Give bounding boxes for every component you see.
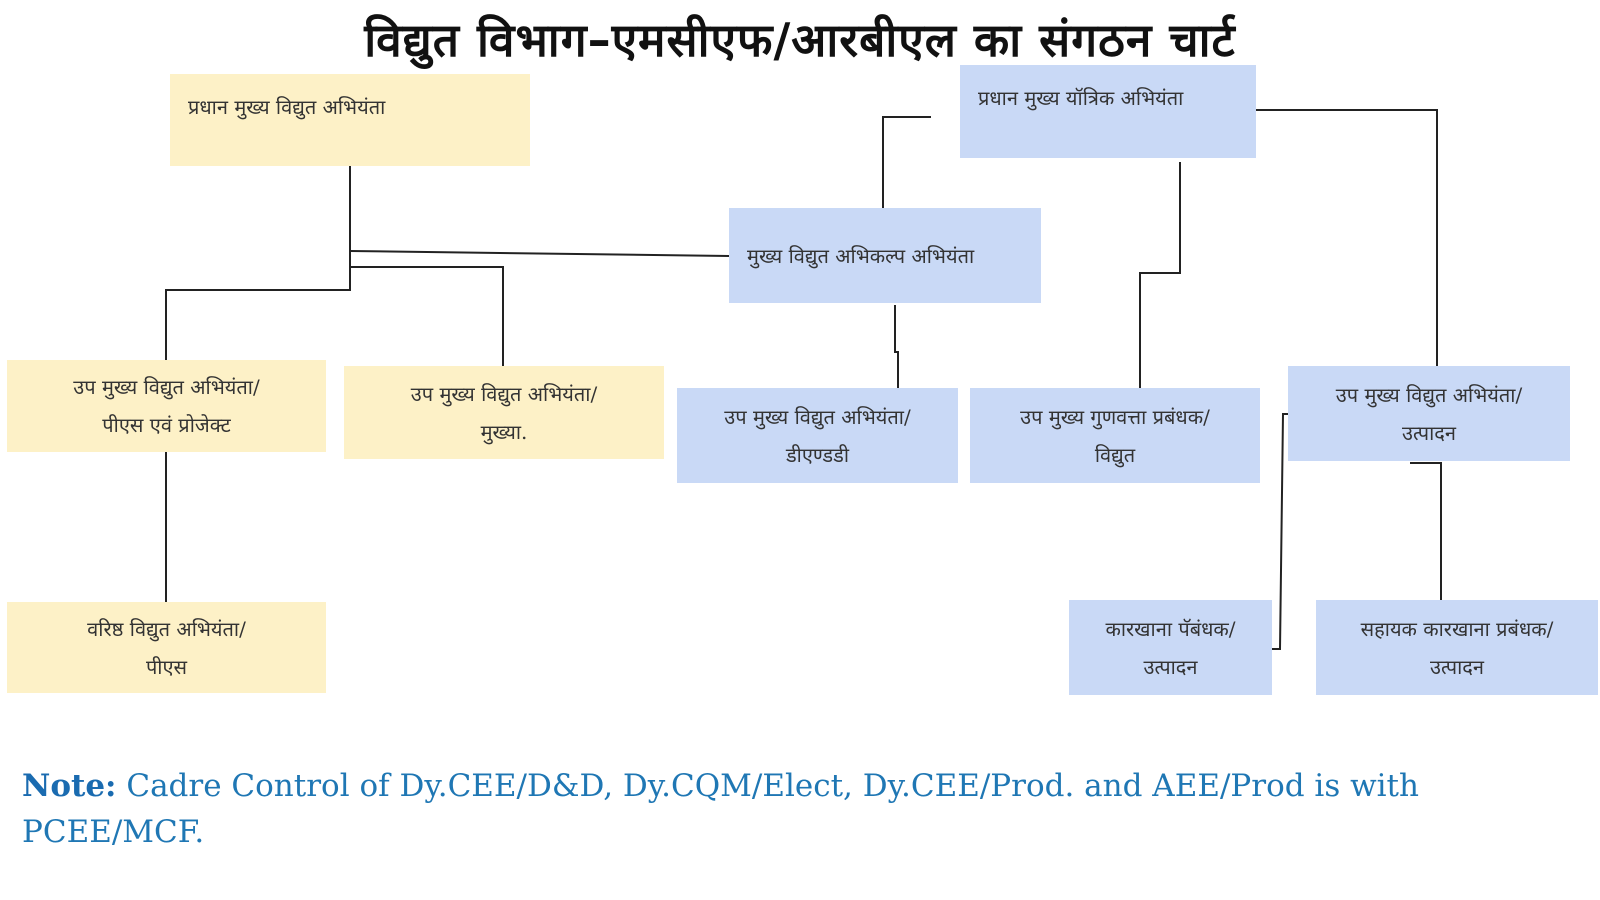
box-awm-prod-line2: उत्पादन	[1429, 654, 1485, 679]
box-wm-prod-line1: कारखाना पॅबंधक/	[1105, 616, 1236, 641]
box-cede: मुख्य विद्युत अभिकल्प अभियंता	[729, 208, 1041, 303]
box-wm-prod: कारखाना पॅबंधक/ उत्पादन	[1069, 600, 1272, 695]
footnote-label: Note:	[22, 768, 117, 804]
box-dycqm-line2: विद्युत	[1094, 442, 1136, 467]
connector-pcee-hq	[350, 266, 504, 366]
connector-pcme-cqm	[1139, 162, 1181, 388]
footnote: Note: Cadre Control of Dy.CEE/D&D, Dy.CQ…	[22, 763, 1562, 855]
connector-pcee-trunk	[165, 166, 351, 360]
footnote-text: Cadre Control of Dy.CEE/D&D, Dy.CQM/Elec…	[22, 768, 1419, 850]
connector-cede-dd	[894, 305, 899, 397]
box-dycqm: उप मुख्य गुणवत्ता प्रबंधक/ विद्युत	[970, 388, 1260, 483]
box-dycee-prod: उप मुख्य विद्युत अभियंता/ उत्पादन	[1288, 366, 1570, 461]
box-dycee-dd: उप मुख्य विद्युत अभियंता/ डीएण्डडी	[677, 388, 958, 483]
connector-prod-awm	[1410, 462, 1442, 600]
box-dycee-hq: उप मुख्य विद्युत अभियंता/ मुख्या.	[344, 366, 664, 459]
box-awm-prod-line1: सहायक कारखाना प्रबंधक/	[1360, 616, 1554, 641]
box-dycee-dd-line2: डीएण्डडी	[785, 442, 850, 467]
box-dycee-ps: उप मुख्य विद्युत अभियंता/ पीएस एवं प्रोज…	[7, 360, 326, 452]
box-pcme-label: प्रधान मुख्य यॉत्रिक अभियंता	[978, 86, 1184, 110]
box-see-ps-line2: पीएस	[145, 654, 188, 679]
box-dycee-prod-line1: उप मुख्य विद्युत अभियंता/	[1335, 382, 1523, 407]
connector-pcee-cede	[349, 250, 730, 257]
box-dycee-ps-line1: उप मुख्य विद्युत अभियंता/	[73, 375, 260, 399]
box-see-ps-line1: वरिष्ठ विद्युत अभियंता/	[87, 616, 246, 641]
box-awm-prod: सहायक कारखाना प्रबंधक/ उत्पादन	[1316, 600, 1598, 695]
box-dycee-hq-line2: मुख्या.	[480, 419, 528, 444]
connector-pcme-cede	[882, 116, 931, 208]
box-dycee-hq-line1: उप मुख्य विद्युत अभियंता/	[410, 381, 598, 406]
connector-pcme-prod	[1256, 109, 1438, 366]
box-pcme: प्रधान मुख्य यॉत्रिक अभियंता	[960, 65, 1256, 158]
box-pcee: प्रधान मुख्य विद्युत अभियंता	[170, 74, 530, 166]
box-cede-label: मुख्य विद्युत अभिकल्प अभियंता	[747, 243, 975, 268]
box-dycee-ps-line2: पीएस एवं प्रोजेक्ट	[102, 413, 231, 437]
box-pcee-label: प्रधान मुख्य विद्युत अभियंता	[188, 95, 386, 119]
box-dycqm-line1: उप मुख्य गुणवत्ता प्रबंधक/	[1020, 404, 1210, 429]
box-dycee-prod-line2: उत्पादन	[1401, 420, 1457, 445]
box-wm-prod-line2: उत्पादन	[1143, 654, 1198, 679]
chart-title: विद्युत विभाग–एमसीएफ/आरबीएल का संगठन चार…	[364, 13, 1236, 67]
box-dycee-dd-line1: उप मुख्य विद्युत अभियंता/	[724, 404, 911, 429]
box-see-ps: वरिष्ठ विद्युत अभियंता/ पीएस	[7, 602, 326, 693]
